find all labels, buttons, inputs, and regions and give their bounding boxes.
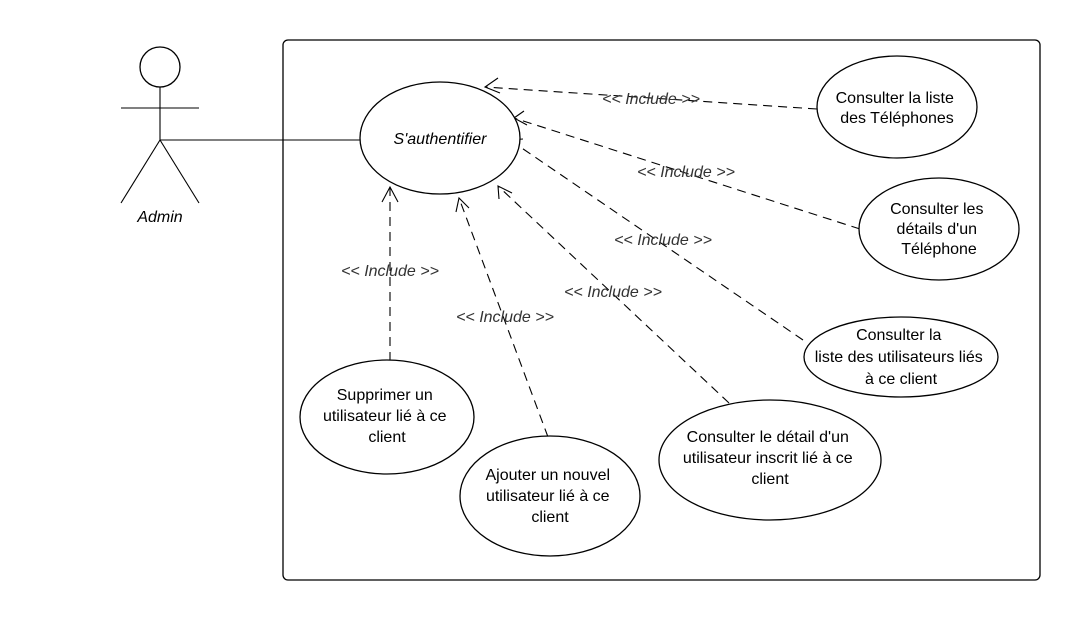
use-case-label-line: client	[531, 509, 569, 526]
include-label: << Include >>	[456, 309, 554, 326]
include-line-detail-utilisateur	[497, 185, 730, 404]
use-case-label-line: client	[751, 471, 789, 488]
use-case-ellipse	[359, 81, 521, 195]
actor-admin[interactable]: Admin	[120, 46, 200, 226]
use-case-label-line: Consulter la	[856, 327, 941, 344]
actor-right-leg	[159, 139, 200, 204]
use-case-ajouter-utilisateur[interactable]: Ajouter un nouvel utilisateur lié à ce c…	[459, 435, 641, 557]
use-case-ellipse	[858, 177, 1020, 281]
use-case-ellipse	[816, 55, 978, 159]
use-case-label-line: Téléphone	[901, 241, 977, 258]
actor-label: Admin	[136, 209, 182, 226]
include-arrowhead	[455, 196, 470, 213]
include-arrowhead	[483, 77, 501, 94]
use-case-label-line: Consulter les	[890, 201, 983, 218]
use-case-label-line: utilisateur lié à ce	[323, 408, 447, 425]
use-case-label: Consulter la liste des Téléphones	[836, 90, 959, 127]
use-case-consulter-liste-telephones[interactable]: Consulter la liste des Téléphones	[816, 55, 978, 159]
use-case-supprimer-utilisateur[interactable]: Supprimer un utilisateur lié à ce client	[299, 359, 475, 475]
use-case-ellipse	[658, 399, 882, 521]
use-case-label: S'authentifier	[394, 131, 488, 148]
include-line-details-telephone	[513, 117, 861, 230]
use-case-s-authentifier[interactable]: S'authentifier	[359, 81, 521, 195]
use-case-label-line: des Téléphones	[840, 110, 954, 127]
actor-left-leg	[120, 139, 161, 204]
use-case-label-line: Supprimer un	[337, 387, 433, 404]
include-arrowhead	[381, 185, 399, 203]
use-case-label: Consulter les détails d'un Téléphone	[890, 201, 988, 258]
use-case-label: Supprimer un utilisateur lié à ce client	[323, 387, 451, 446]
use-case-label-line: détails d'un	[897, 221, 977, 238]
use-case-label-line: utilisateur inscrit lié à ce	[683, 450, 853, 467]
include-label: << Include >>	[341, 263, 439, 280]
actor-head	[139, 46, 181, 88]
use-case-ellipse	[459, 435, 641, 557]
include-arrowhead	[497, 185, 513, 200]
use-case-ellipse	[803, 316, 999, 398]
use-case-consulter-liste-utilisateurs[interactable]: Consulter la liste des utilisateurs liés…	[803, 316, 999, 398]
use-case-consulter-detail-utilisateur[interactable]: Consulter le détail d'un utilisateur ins…	[658, 399, 882, 521]
use-case-label-line: liste des utilisateurs liés	[815, 349, 983, 366]
use-case-ellipse	[299, 359, 475, 475]
use-case-label-line: Consulter la liste	[836, 90, 954, 107]
use-case-label: Ajouter un nouvel utilisateur lié à ce c…	[486, 467, 615, 526]
use-case-label-line: Consulter le détail d'un	[687, 429, 849, 446]
include-label: << Include >>	[564, 284, 662, 301]
use-case-label: Consulter la liste des utilisateurs liés…	[815, 327, 988, 388]
include-line-liste-telephones	[484, 86, 818, 110]
use-case-consulter-details-telephone[interactable]: Consulter les détails d'un Téléphone	[858, 177, 1020, 281]
use-case-label-line: à ce client	[865, 371, 938, 388]
include-label: << Include >>	[614, 232, 712, 249]
use-case-label-line: Ajouter un nouvel	[486, 467, 611, 484]
use-case-label-line: client	[368, 429, 406, 446]
include-line-ajouter-utilisateur	[458, 197, 549, 438]
include-label: << Include >>	[602, 91, 700, 108]
use-case-label: Consulter le détail d'un utilisateur ins…	[683, 429, 857, 488]
include-label: << Include >>	[637, 164, 735, 181]
use-case-label-line: utilisateur lié à ce	[486, 488, 610, 505]
